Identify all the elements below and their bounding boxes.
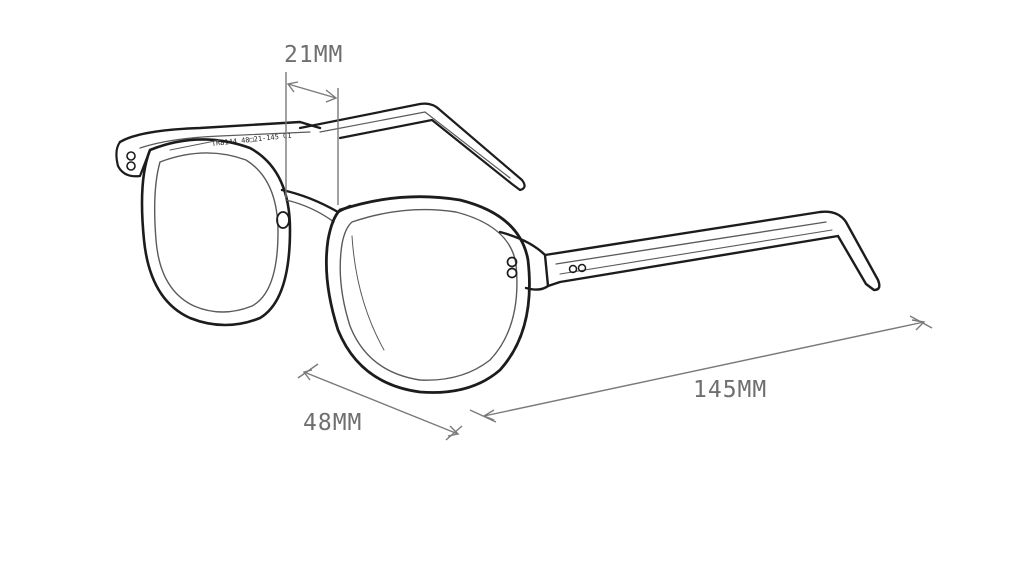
brow-bar: TR8144 48□21-145 C1 [118,120,322,149]
temple-length-dimension [469,315,933,423]
near-temple-arm [543,210,881,292]
left-endpiece [115,140,152,178]
right-endpiece [498,230,550,291]
temple-length-label: 145MM [693,377,768,403]
lens-width-dimension [297,363,463,441]
left-lens-rim [140,138,292,327]
lens-width-label: 48MM [303,410,363,436]
bridge-width-label: 21MM [284,42,344,68]
far-temple-arm [298,102,526,192]
right-lens-rim [324,195,531,394]
bridge-dimension [285,72,339,205]
